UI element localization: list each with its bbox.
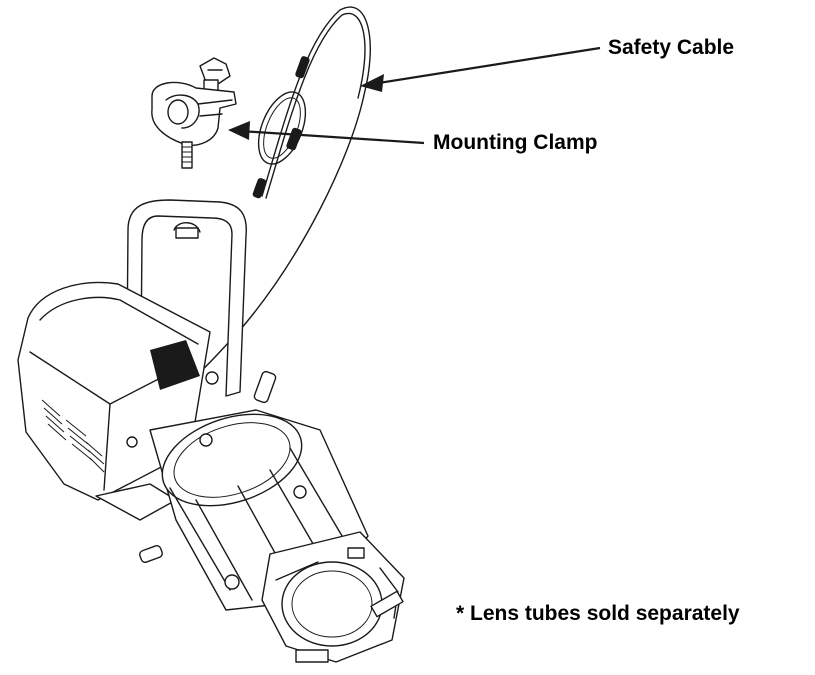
- mounting-clamp-label: Mounting Clamp: [433, 131, 598, 154]
- safety-cable-arrow: [360, 46, 601, 92]
- safety-cable-label: Safety Cable: [608, 36, 735, 59]
- safety-cable-illustration: [199, 6, 371, 373]
- front-lens-holder-illustration: [261, 531, 405, 663]
- mounting-clamp-illustration: [151, 57, 237, 169]
- mounting-clamp-arrow: [228, 121, 425, 145]
- lens-tubes-note: * Lens tubes sold separately: [456, 602, 740, 625]
